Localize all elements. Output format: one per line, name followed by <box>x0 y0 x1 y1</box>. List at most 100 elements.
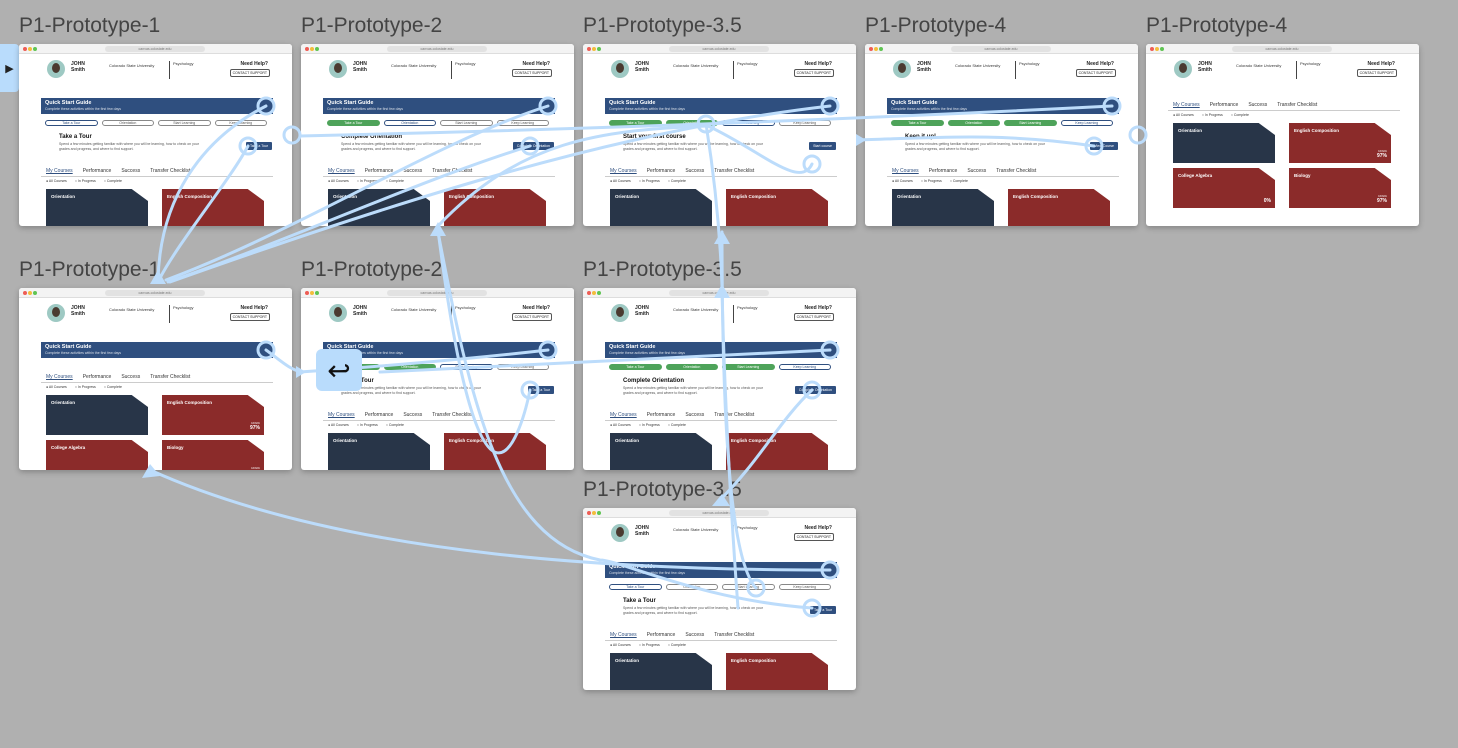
tab-success[interactable]: Success <box>403 412 423 418</box>
filter-in-progress[interactable]: In Progress <box>75 385 96 389</box>
filter-all-courses[interactable]: All Courses <box>328 179 349 183</box>
close-dot-icon[interactable] <box>869 47 873 51</box>
step-4[interactable]: Keep Learning <box>778 364 831 370</box>
frame-title[interactable]: P1-Prototype-4 <box>865 14 1007 37</box>
contact-support-button[interactable]: CONTACT SUPPORT <box>1075 69 1116 77</box>
course-card[interactable]: Orientation <box>46 395 148 435</box>
step-2[interactable]: Orientation <box>665 584 718 590</box>
frame-title[interactable]: P1-Prototype-1 <box>19 258 161 281</box>
frame-title[interactable]: P1-Prototype-3.5 <box>583 478 742 501</box>
maximize-dot-icon[interactable] <box>1160 47 1164 51</box>
tab-performance[interactable]: Performance <box>1209 102 1239 108</box>
address-bar[interactable]: canvas.colostate.edu <box>1232 46 1332 52</box>
step-3[interactable]: Start Learning <box>440 364 493 370</box>
close-dot-icon[interactable] <box>23 291 27 295</box>
step-3[interactable]: Start Learning <box>158 120 211 126</box>
step-1[interactable]: Take a Tour <box>327 120 380 126</box>
filter-all-courses[interactable]: All Courses <box>1173 113 1194 117</box>
step-3[interactable]: Start Learning <box>722 584 775 590</box>
task-cta-button[interactable]: Complete Orientation <box>512 142 554 150</box>
contact-support-button[interactable]: CONTACT SUPPORT <box>511 69 552 77</box>
tab-performance[interactable]: Performance <box>82 168 112 174</box>
tab-performance[interactable]: Performance <box>646 412 676 418</box>
minimize-dot-icon[interactable] <box>592 511 596 515</box>
filter-all-courses[interactable]: All Courses <box>610 423 631 427</box>
minimize-dot-icon[interactable] <box>310 47 314 51</box>
step-1[interactable]: Take a Tour <box>609 364 662 370</box>
task-cta-button[interactable]: Take a Tour <box>809 606 836 614</box>
course-card[interactable]: Orientation <box>328 433 430 470</box>
step-2[interactable]: Orientation <box>665 120 718 126</box>
tab-transfer-checklist[interactable]: Transfer Checklist <box>996 168 1037 174</box>
frame-title[interactable]: P1-Prototype-1 <box>19 14 161 37</box>
step-3[interactable]: Start Learning <box>440 120 493 126</box>
course-card[interactable]: English Composition <box>444 433 546 470</box>
address-bar[interactable]: canvas.colostate.edu <box>105 290 205 296</box>
filter-complete[interactable]: Complete <box>668 179 686 183</box>
maximize-dot-icon[interactable] <box>879 47 883 51</box>
frame-title[interactable]: P1-Prototype-2 <box>301 14 443 37</box>
course-card[interactable]: English Composition <box>444 189 546 226</box>
tab-transfer-checklist[interactable]: Transfer Checklist <box>432 412 473 418</box>
filter-in-progress[interactable]: In Progress <box>357 179 378 183</box>
step-2[interactable]: Orientation <box>947 120 1000 126</box>
tab-performance[interactable]: Performance <box>364 168 394 174</box>
course-card[interactable]: Orientation <box>1173 123 1275 163</box>
address-bar[interactable]: canvas.colostate.edu <box>387 290 487 296</box>
filter-all-courses[interactable]: All Courses <box>892 179 913 183</box>
filter-complete[interactable]: Complete <box>386 179 404 183</box>
close-dot-icon[interactable] <box>587 511 591 515</box>
task-cta-button[interactable]: Take a Tour <box>245 142 272 150</box>
tab-success[interactable]: Success <box>967 168 987 174</box>
filter-complete[interactable]: Complete <box>104 385 122 389</box>
task-cta-button[interactable]: View Course <box>1090 142 1118 150</box>
tab-transfer-checklist[interactable]: Transfer Checklist <box>150 168 191 174</box>
task-cta-button[interactable]: Complete Orientation <box>794 386 836 394</box>
maximize-dot-icon[interactable] <box>597 511 601 515</box>
minimize-dot-icon[interactable] <box>28 47 32 51</box>
filter-in-progress[interactable]: In Progress <box>357 423 378 427</box>
tab-transfer-checklist[interactable]: Transfer Checklist <box>714 412 755 418</box>
filter-complete[interactable]: Complete <box>104 179 122 183</box>
filter-all-courses[interactable]: All Courses <box>46 385 67 389</box>
filter-in-progress[interactable]: In Progress <box>75 179 96 183</box>
maximize-dot-icon[interactable] <box>597 291 601 295</box>
tab-success[interactable]: Success <box>121 374 141 380</box>
step-1[interactable]: Take a Tour <box>891 120 944 126</box>
step-4[interactable]: Keep Learning <box>496 120 549 126</box>
filter-all-courses[interactable]: All Courses <box>328 423 349 427</box>
filter-in-progress[interactable]: In Progress <box>639 423 660 427</box>
step-2[interactable]: Orientation <box>383 120 436 126</box>
tab-performance[interactable]: Performance <box>928 168 958 174</box>
contact-support-button[interactable]: CONTACT SUPPORT <box>793 533 834 541</box>
step-2[interactable]: Orientation <box>665 364 718 370</box>
contact-support-button[interactable]: CONTACT SUPPORT <box>229 69 270 77</box>
tab-success[interactable]: Success <box>685 412 705 418</box>
address-bar[interactable]: canvas.colostate.edu <box>951 46 1051 52</box>
filter-all-courses[interactable]: All Courses <box>46 179 67 183</box>
contact-support-button[interactable]: CONTACT SUPPORT <box>793 313 834 321</box>
step-1[interactable]: Take a Tour <box>609 584 662 590</box>
tab-my-courses[interactable]: My Courses <box>610 168 637 174</box>
address-bar[interactable]: canvas.colostate.edu <box>669 290 769 296</box>
step-4[interactable]: Keep Learning <box>496 364 549 370</box>
tab-success[interactable]: Success <box>403 168 423 174</box>
tab-my-courses[interactable]: My Courses <box>328 412 355 418</box>
filter-complete[interactable]: Complete <box>668 643 686 647</box>
maximize-dot-icon[interactable] <box>33 291 37 295</box>
tab-performance[interactable]: Performance <box>364 412 394 418</box>
maximize-dot-icon[interactable] <box>33 47 37 51</box>
